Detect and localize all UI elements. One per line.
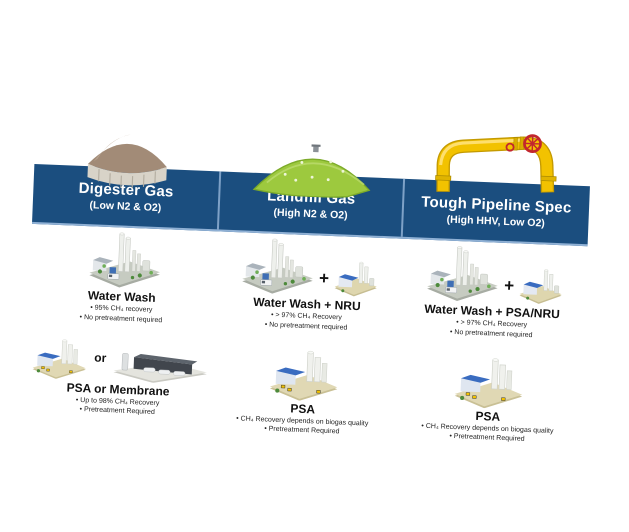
option-bullets: CH₄ Recovery depends on biogas quality P… <box>421 421 554 446</box>
option-images <box>82 229 164 290</box>
option-images: + <box>235 235 381 299</box>
column-subtitle: (High HHV, Low O2) <box>446 213 546 230</box>
option-images: + <box>421 243 567 307</box>
option-heading: Water Wash <box>87 288 156 305</box>
pipeline-icon <box>429 129 568 200</box>
option-images: or <box>27 331 211 384</box>
option-block-psa: PSA CH₄ Recovery depends on biogas quali… <box>421 347 557 446</box>
landfill-cap-icon <box>248 139 376 200</box>
or-joiner: or <box>94 350 107 365</box>
columns-row: Digester Gas (Low N2 & O2) Water Wash 95… <box>24 124 592 447</box>
biogas-upgrading-slide: Digester Gas (Low N2 & O2) Water Wash 95… <box>24 124 592 446</box>
column-subtitle: (High N2 & O2) <box>273 206 348 222</box>
hero-landfill <box>220 131 407 178</box>
psa-unit-icon <box>262 341 346 402</box>
psa-unit-icon <box>447 348 531 409</box>
option-bullets: > 97% CH₄ Recovery No pretreatment requi… <box>450 318 533 341</box>
water-wash-plant-icon <box>235 235 317 296</box>
hero-digester <box>34 124 221 171</box>
option-block-water-wash-psa-nru: + Water Wash + PSA/NRU > 97% CH₄ Recover… <box>419 243 567 342</box>
column-tough-pipeline-spec: Tough Pipeline Spec (High HHV, Low O2) +… <box>394 139 591 447</box>
option-bullets: 95% CH₄ recovery No pretreatment require… <box>79 303 162 326</box>
nru-plant-icon <box>516 262 566 306</box>
option-bullets: Up to 98% CH₄ Recovery Pretreatment Requ… <box>75 395 159 418</box>
water-wash-plant-icon <box>421 243 503 304</box>
option-images <box>262 341 346 402</box>
nru-plant-icon <box>331 255 381 299</box>
option-heading: PSA <box>290 401 316 417</box>
plus-joiner: + <box>318 268 330 288</box>
option-bullets: > 97% CH₄ Recovery No pretreatment requi… <box>265 310 348 333</box>
option-block-psa: PSA CH₄ Recovery depends on biogas quali… <box>236 340 372 439</box>
water-wash-plant-icon <box>82 229 164 290</box>
option-block-psa-membrane: or PSA or Membrane Up to 98% CH₄ Recover… <box>26 331 211 420</box>
option-heading: PSA <box>475 408 501 424</box>
option-images <box>447 348 531 409</box>
option-block-water-wash-nru: + Water Wash + NRU > 97% CH₄ Recovery No… <box>234 235 382 334</box>
option-bullets: CH₄ Recovery depends on biogas quality P… <box>236 414 369 439</box>
digester-dome-icon <box>79 130 175 196</box>
membrane-skid-icon <box>109 346 210 385</box>
column-subtitle: (Low N2 & O2) <box>89 199 162 215</box>
psa-unit-icon <box>27 331 91 379</box>
column-digester-gas: Digester Gas (Low N2 & O2) Water Wash 95… <box>24 124 221 432</box>
hero-pipeline <box>405 139 592 186</box>
column-landfill-gas: Landfill Gas (High N2 & O2) + Water Wash… <box>209 131 406 439</box>
plus-joiner: + <box>503 275 515 296</box>
bullet-item: Pretreatment Required <box>75 405 159 418</box>
option-block-water-wash: Water Wash 95% CH₄ recovery No pretreatm… <box>79 229 165 326</box>
